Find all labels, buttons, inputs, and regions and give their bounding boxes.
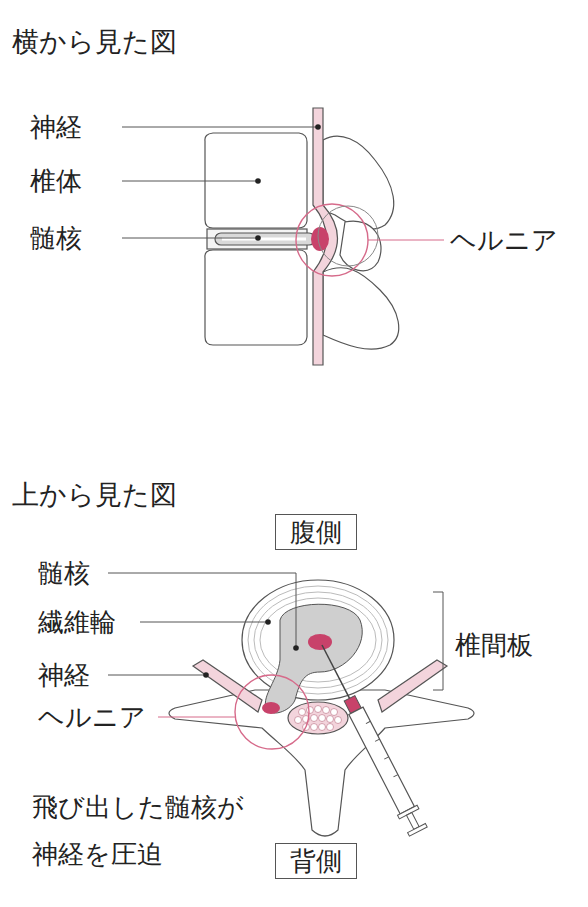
direction-box: 腹側 — [275, 514, 357, 550]
disc-bracket — [433, 592, 443, 690]
herniation — [262, 702, 280, 714]
note: 飛び出した髄核が 神経を圧迫 — [32, 784, 254, 878]
left-nerve — [193, 660, 262, 712]
nucleus-center — [308, 634, 332, 650]
part-label: 繊維輪 — [38, 606, 116, 638]
part-label: 神経 — [38, 659, 90, 691]
section-heading: 横から見た図 — [12, 26, 177, 58]
part-label: 神経 — [30, 111, 82, 143]
detail-circle — [318, 206, 378, 266]
intervertebral-disc — [242, 580, 394, 700]
top-leader-dots — [203, 619, 299, 678]
part-label: 椎体 — [30, 165, 82, 197]
box-text: 腹側 — [290, 516, 342, 548]
part-label: 椎間板 — [455, 629, 533, 661]
spinal-canal — [288, 702, 348, 734]
direction-box: 背側 — [275, 843, 357, 879]
side-leader-dots — [255, 124, 321, 241]
herniation-circle — [235, 675, 309, 749]
part-label: 髄核 — [38, 557, 90, 589]
nucleus-pulposus — [265, 604, 362, 713]
herniation-circle — [296, 204, 368, 276]
right-nerve — [378, 660, 447, 712]
side-view-spine — [205, 133, 399, 349]
box-text: 背側 — [290, 845, 342, 877]
part-label: ヘルニア — [450, 224, 558, 256]
top-leader-lines — [108, 573, 296, 717]
section-heading: 上から見た図 — [12, 479, 177, 511]
side-leader-lines — [122, 127, 444, 240]
part-label: ヘルニア — [38, 701, 146, 733]
syringe — [312, 640, 428, 837]
part-label: 髄核 — [30, 222, 82, 254]
